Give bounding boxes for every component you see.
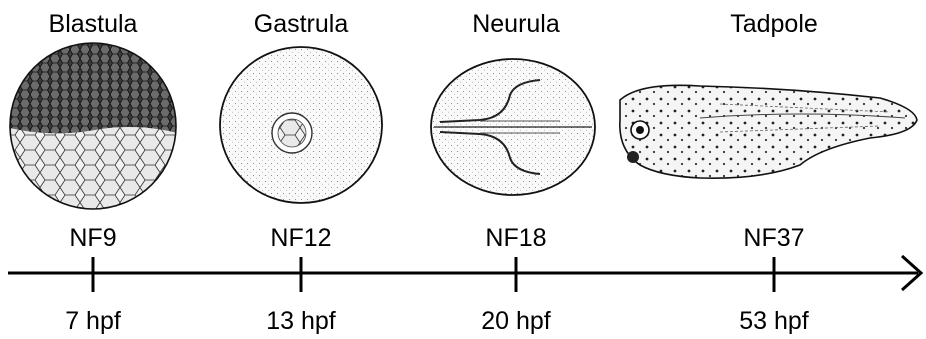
stage-name-gastrula: Gastrula: [254, 12, 348, 37]
time-label-neurula: 20 hpf: [481, 309, 551, 334]
nf-stage-tadpole: NF37: [743, 226, 804, 251]
stage-name-blastula: Blastula: [49, 12, 138, 37]
blastula-illustration: [0, 40, 200, 220]
nf-stage-neurula: NF18: [485, 226, 546, 251]
time-label-tadpole: 53 hpf: [739, 309, 809, 334]
gastrula-illustration: [220, 47, 382, 203]
neurula-illustration: [431, 59, 595, 195]
stage-name-neurula: Neurula: [472, 12, 560, 37]
time-label-blastula: 7 hpf: [65, 309, 121, 334]
tadpole-illustration: [620, 85, 917, 178]
time-label-gastrula: 13 hpf: [266, 309, 336, 334]
stage-name-tadpole: Tadpole: [730, 12, 818, 37]
nf-stage-blastula: NF9: [69, 226, 116, 251]
nf-stage-gastrula: NF12: [270, 226, 331, 251]
timeline-axis: [8, 256, 921, 292]
